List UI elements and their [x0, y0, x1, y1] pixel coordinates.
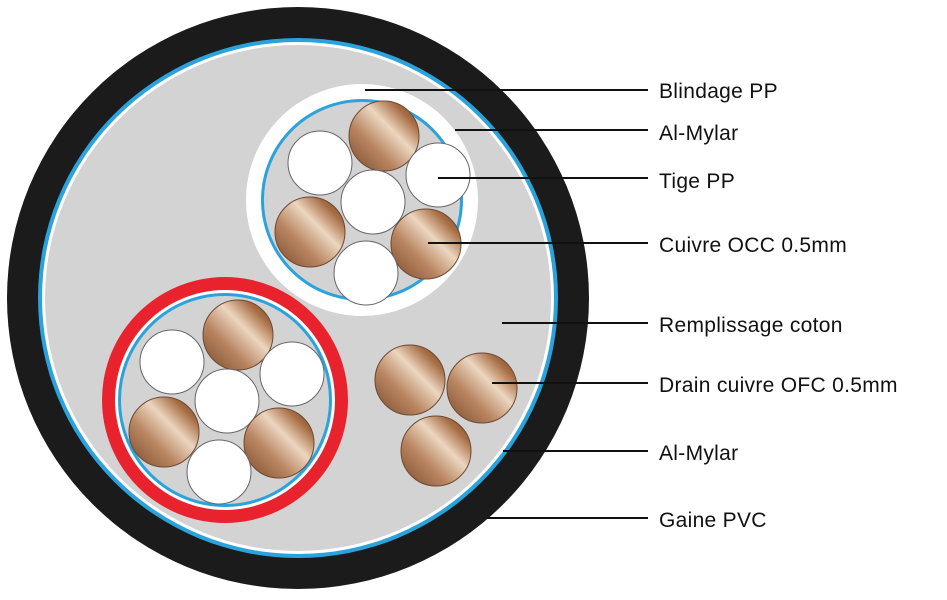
pp-rod [405, 142, 471, 208]
pp-rod [139, 329, 205, 395]
drain-copper-strand [374, 344, 446, 416]
label-remplissage-coton: Remplissage coton [659, 314, 843, 337]
copper-strand [128, 396, 200, 468]
label-tige-pp: Tige PP [659, 170, 735, 193]
drain-copper-strand [400, 415, 472, 487]
copper-strand [348, 100, 420, 172]
labels: Blindage PP Al-Mylar Tige PP Cuivre OCC … [659, 80, 898, 532]
pp-rod [340, 169, 406, 235]
pp-rod [194, 368, 260, 434]
copper-strand [243, 407, 315, 479]
label-gaine-pvc: Gaine PVC [659, 509, 767, 532]
label-cuivre-occ: Cuivre OCC 0.5mm [659, 234, 847, 257]
drain-copper-strand [446, 352, 518, 424]
copper-strand [202, 299, 274, 371]
pp-rod [259, 341, 325, 407]
leader-lines [365, 89, 648, 519]
label-al-mylar-inner: Al-Mylar [659, 122, 738, 145]
label-al-mylar-outer: Al-Mylar [659, 442, 738, 465]
label-drain-cuivre: Drain cuivre OFC 0.5mm [659, 374, 898, 397]
pp-rod [186, 439, 252, 505]
pp-rod [287, 130, 353, 196]
pp-rod [333, 240, 399, 306]
drain-wires [374, 344, 518, 487]
strands-lower [128, 299, 325, 505]
label-blindage-pp: Blindage PP [659, 80, 778, 103]
strands-upper [274, 100, 471, 306]
copper-strand [274, 196, 346, 268]
